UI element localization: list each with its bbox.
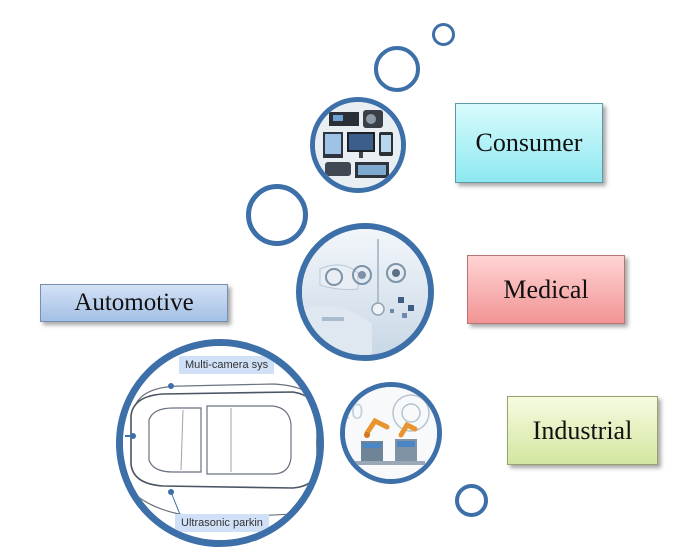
industrial-label: Industrial bbox=[507, 396, 658, 465]
industrial-robot-icon: .0 bbox=[345, 387, 437, 479]
bubble-ring-bottom bbox=[455, 484, 488, 517]
medical-image bbox=[296, 223, 434, 361]
car-topview-icon bbox=[123, 346, 317, 540]
automotive-label: Automotive bbox=[40, 284, 228, 322]
svg-text:.0: .0 bbox=[345, 399, 363, 424]
consumer-devices-icon bbox=[315, 102, 401, 188]
automotive-image: Multi-camera sys Ultrasonic parkin bbox=[116, 339, 324, 547]
medical-scientist-icon bbox=[302, 229, 428, 355]
bubble-ring-middle bbox=[246, 184, 308, 246]
bubble-ring-small-top bbox=[432, 23, 455, 46]
callout-ultrasonic-parking: Ultrasonic parkin bbox=[175, 514, 269, 532]
consumer-label: Consumer bbox=[455, 103, 603, 183]
bubble-ring-top bbox=[374, 46, 420, 92]
callout-multi-camera: Multi-camera sys bbox=[179, 356, 275, 374]
consumer-electronics-image bbox=[310, 97, 406, 193]
industrial-image: .0 bbox=[340, 382, 442, 484]
medical-label: Medical bbox=[467, 255, 625, 324]
